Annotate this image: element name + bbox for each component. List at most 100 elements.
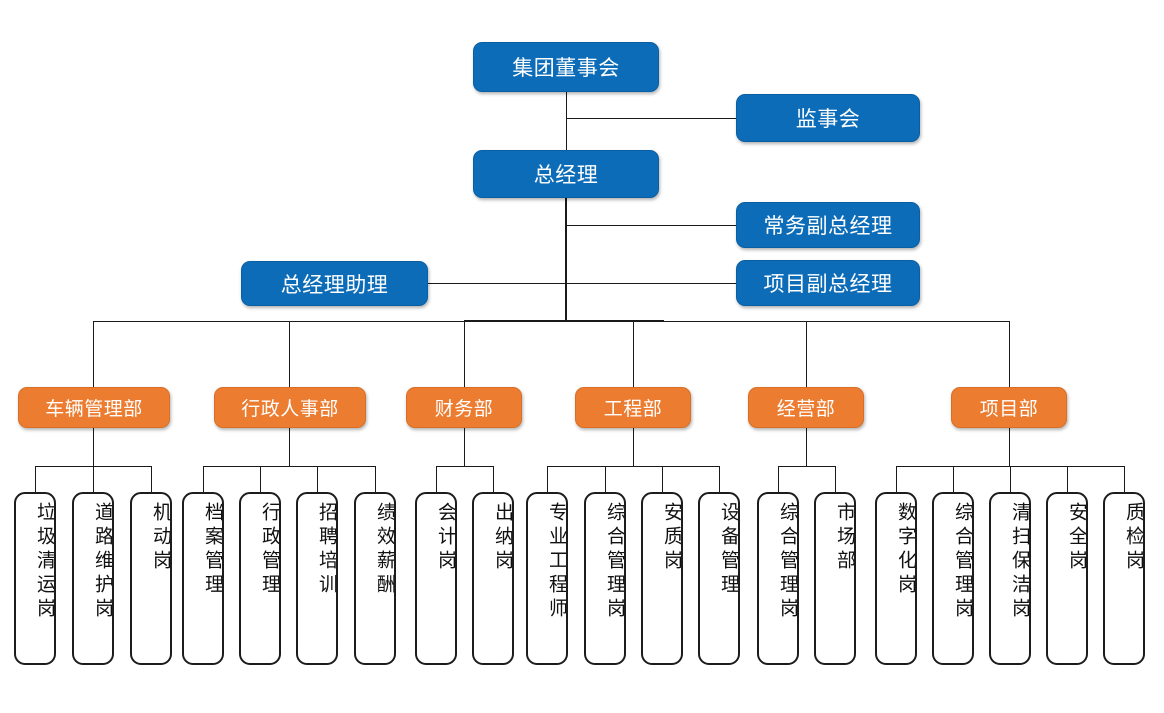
connector-drop-leaf-19 xyxy=(1124,466,1125,492)
node-label: 项目副总经理 xyxy=(763,273,893,296)
connector-stem-dept-5 xyxy=(1009,428,1010,466)
node-position-engineering-general-management[interactable]: 综合管理岗 xyxy=(584,492,626,665)
node-label: 监事会 xyxy=(795,108,861,131)
node-label: 行政人事部 xyxy=(241,399,339,420)
node-label: 总经理助理 xyxy=(280,273,389,297)
node-department-vehicle-management[interactable]: 车辆管理部 xyxy=(18,387,170,428)
connector-board-to-gm xyxy=(566,92,567,152)
node-position-performance-compensation[interactable]: 绩效薪酬 xyxy=(354,492,396,665)
connector-bus-dept-2 xyxy=(436,466,493,467)
connector-drop-leaf-16 xyxy=(953,466,954,492)
connector-drop-leaf-5 xyxy=(317,466,318,492)
connector-drop-leaf-3 xyxy=(203,466,204,492)
node-label: 工程部 xyxy=(603,399,663,420)
node-label: 财务部 xyxy=(434,399,494,420)
connector-drop-dept-0 xyxy=(93,321,94,387)
node-label: 出纳岗 xyxy=(492,502,513,574)
connector-stem-dept-2 xyxy=(464,428,465,466)
connector-bus-dept-1 xyxy=(203,466,375,467)
connector-drop-dept-4 xyxy=(806,321,807,387)
node-position-safety[interactable]: 安全岗 xyxy=(1046,492,1088,665)
node-label: 安质岗 xyxy=(661,502,682,574)
node-position-garbage-transport[interactable]: 垃圾清运岗 xyxy=(14,492,56,665)
node-position-road-maintenance[interactable]: 道路维护岗 xyxy=(72,492,114,665)
connector-bus-dept-3 xyxy=(547,466,719,467)
node-label: 综合管理岗 xyxy=(952,502,973,622)
node-department-admin-hr[interactable]: 行政人事部 xyxy=(214,387,366,428)
node-position-project-general-management[interactable]: 综合管理岗 xyxy=(932,492,974,665)
connector-drop-leaf-14 xyxy=(835,466,836,492)
node-department-finance[interactable]: 财务部 xyxy=(406,387,522,428)
node-position-cleaning-sanitation[interactable]: 清扫保洁岗 xyxy=(989,492,1031,665)
connector-gm-to-project-deputy xyxy=(566,283,736,284)
node-position-equipment-management[interactable]: 设备管理 xyxy=(698,492,740,665)
node-department-engineering[interactable]: 工程部 xyxy=(575,387,691,428)
node-supervisory-board[interactable]: 监事会 xyxy=(736,94,920,142)
node-department-project[interactable]: 项目部 xyxy=(951,387,1067,428)
node-position-quality-inspection[interactable]: 质检岗 xyxy=(1103,492,1145,665)
connector-drop-leaf-15 xyxy=(896,466,897,492)
connector-drop-dept-5 xyxy=(1009,321,1010,387)
connector-gm-trunk xyxy=(565,198,567,322)
node-position-admin-management[interactable]: 行政管理 xyxy=(239,492,281,665)
node-label: 档案管理 xyxy=(202,502,223,598)
connector-drop-leaf-11 xyxy=(662,466,663,492)
node-label: 市场部 xyxy=(834,502,855,574)
node-position-marketing[interactable]: 市场部 xyxy=(814,492,856,665)
connector-drop-leaf-0 xyxy=(35,466,36,492)
node-position-operations-general-management[interactable]: 综合管理岗 xyxy=(757,492,799,665)
node-label: 质检岗 xyxy=(1123,502,1144,574)
node-label: 集团董事会 xyxy=(512,57,620,80)
connector-board-to-supervisory xyxy=(566,118,736,119)
node-position-professional-engineer[interactable]: 专业工程师 xyxy=(526,492,568,665)
connector-stem-dept-1 xyxy=(289,428,290,466)
node-department-operations[interactable]: 经营部 xyxy=(748,387,864,428)
node-label: 垃圾清运岗 xyxy=(34,502,55,622)
node-position-motor-vehicle[interactable]: 机动岗 xyxy=(130,492,172,665)
connector-drop-dept-3 xyxy=(633,321,634,387)
node-executive-deputy-general-manager[interactable]: 常务副总经理 xyxy=(736,202,920,248)
connector-drop-dept-2 xyxy=(464,321,465,387)
node-group-board[interactable]: 集团董事会 xyxy=(473,42,659,92)
connector-departments-bus-center xyxy=(464,320,664,322)
node-label: 机动岗 xyxy=(150,502,171,574)
connector-drop-leaf-10 xyxy=(605,466,606,492)
node-label: 绩效薪酬 xyxy=(374,502,395,598)
node-label: 总经理 xyxy=(533,164,599,187)
node-label: 常务副总经理 xyxy=(763,215,893,238)
connector-gm-to-exec-deputy xyxy=(566,225,736,226)
node-label: 综合管理岗 xyxy=(604,502,625,622)
connector-drop-leaf-13 xyxy=(778,466,779,492)
node-position-safety-quality[interactable]: 安质岗 xyxy=(641,492,683,665)
connector-stem-dept-4 xyxy=(806,428,807,466)
connector-drop-dept-1 xyxy=(289,321,290,387)
node-position-archive-management[interactable]: 档案管理 xyxy=(182,492,224,665)
node-label: 清扫保洁岗 xyxy=(1009,502,1030,622)
connector-drop-leaf-17 xyxy=(1010,466,1011,492)
connector-bus-dept-4 xyxy=(778,466,835,467)
node-project-deputy-general-manager[interactable]: 项目副总经理 xyxy=(736,260,920,306)
connector-drop-leaf-18 xyxy=(1067,466,1068,492)
node-general-manager-assistant[interactable]: 总经理助理 xyxy=(241,261,428,306)
connector-drop-leaf-12 xyxy=(719,466,720,492)
connector-drop-leaf-7 xyxy=(436,466,437,492)
node-label: 综合管理岗 xyxy=(777,502,798,622)
node-position-accounting[interactable]: 会计岗 xyxy=(415,492,457,665)
node-label: 设备管理 xyxy=(718,502,739,598)
node-label: 项目部 xyxy=(979,399,1039,420)
node-label: 专业工程师 xyxy=(546,502,567,622)
node-position-recruitment-training[interactable]: 招聘培训 xyxy=(296,492,338,665)
connector-drop-leaf-9 xyxy=(547,466,548,492)
node-label: 车辆管理部 xyxy=(45,399,143,420)
connector-drop-leaf-6 xyxy=(375,466,376,492)
node-label: 招聘培训 xyxy=(316,502,337,598)
connector-gm-assistant xyxy=(428,283,566,284)
node-label: 经营部 xyxy=(776,399,836,420)
node-position-cashier[interactable]: 出纳岗 xyxy=(472,492,514,665)
node-position-digitalization[interactable]: 数字化岗 xyxy=(875,492,917,665)
connector-drop-leaf-2 xyxy=(151,466,152,492)
connector-stem-dept-3 xyxy=(633,428,634,466)
node-general-manager[interactable]: 总经理 xyxy=(473,150,659,198)
connector-drop-leaf-1 xyxy=(93,466,94,492)
